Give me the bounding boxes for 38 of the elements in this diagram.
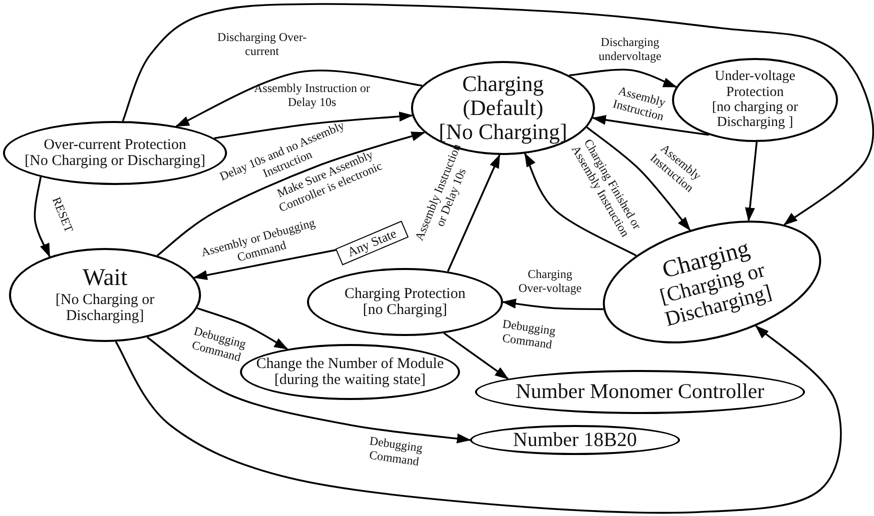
arrow [193,249,336,280]
edge-label: Assembly Instruction or Delay 10s [253,82,371,110]
arrow [156,131,426,256]
state-name: Number Monomer Controller [516,380,764,404]
arrow [447,154,500,272]
state-name: Under-voltage Protection [714,69,796,100]
arrow [592,115,710,136]
edge-label: Assembly or Debugging Command [198,214,318,266]
arrow [122,3,874,226]
state-name: Number 18B20 [513,429,637,451]
edge-label: Discharging Over-current [216,31,308,59]
state-detail: (Default) [462,96,544,120]
arrow [175,70,422,128]
arrow [146,336,471,444]
state-name: Any State [345,226,399,260]
state-name: Charging Protection [344,286,466,302]
state-detail: [No Charging or Discharging] [54,292,156,325]
state-detail: [no Charging] [362,302,448,318]
state-detail: [No Charging or Discharging] [24,153,206,170]
arrow [115,325,842,514]
arrow [586,126,691,231]
state-detail: [during the waiting state] [274,372,426,388]
state-name: Wait [82,265,128,292]
arrow [502,298,604,310]
state-detail: [No Charging] [438,120,568,144]
edge-label: Charging Over-voltage [517,268,583,296]
state-name: Change the Number of Module [256,356,444,372]
state-detail: [no charging or Discharging ] [710,100,800,131]
arrow [214,112,414,140]
arrow [524,152,637,256]
edge-label: Discharging undervoltage [598,36,662,64]
state-name: Charging [462,72,544,96]
edge-label: Debugging Command [367,433,424,470]
arrow [196,307,288,350]
state-name: Over-current Protection [44,136,186,153]
edge-label: Debugging Command [500,316,558,354]
arrow [34,176,50,258]
arrow [745,142,758,222]
